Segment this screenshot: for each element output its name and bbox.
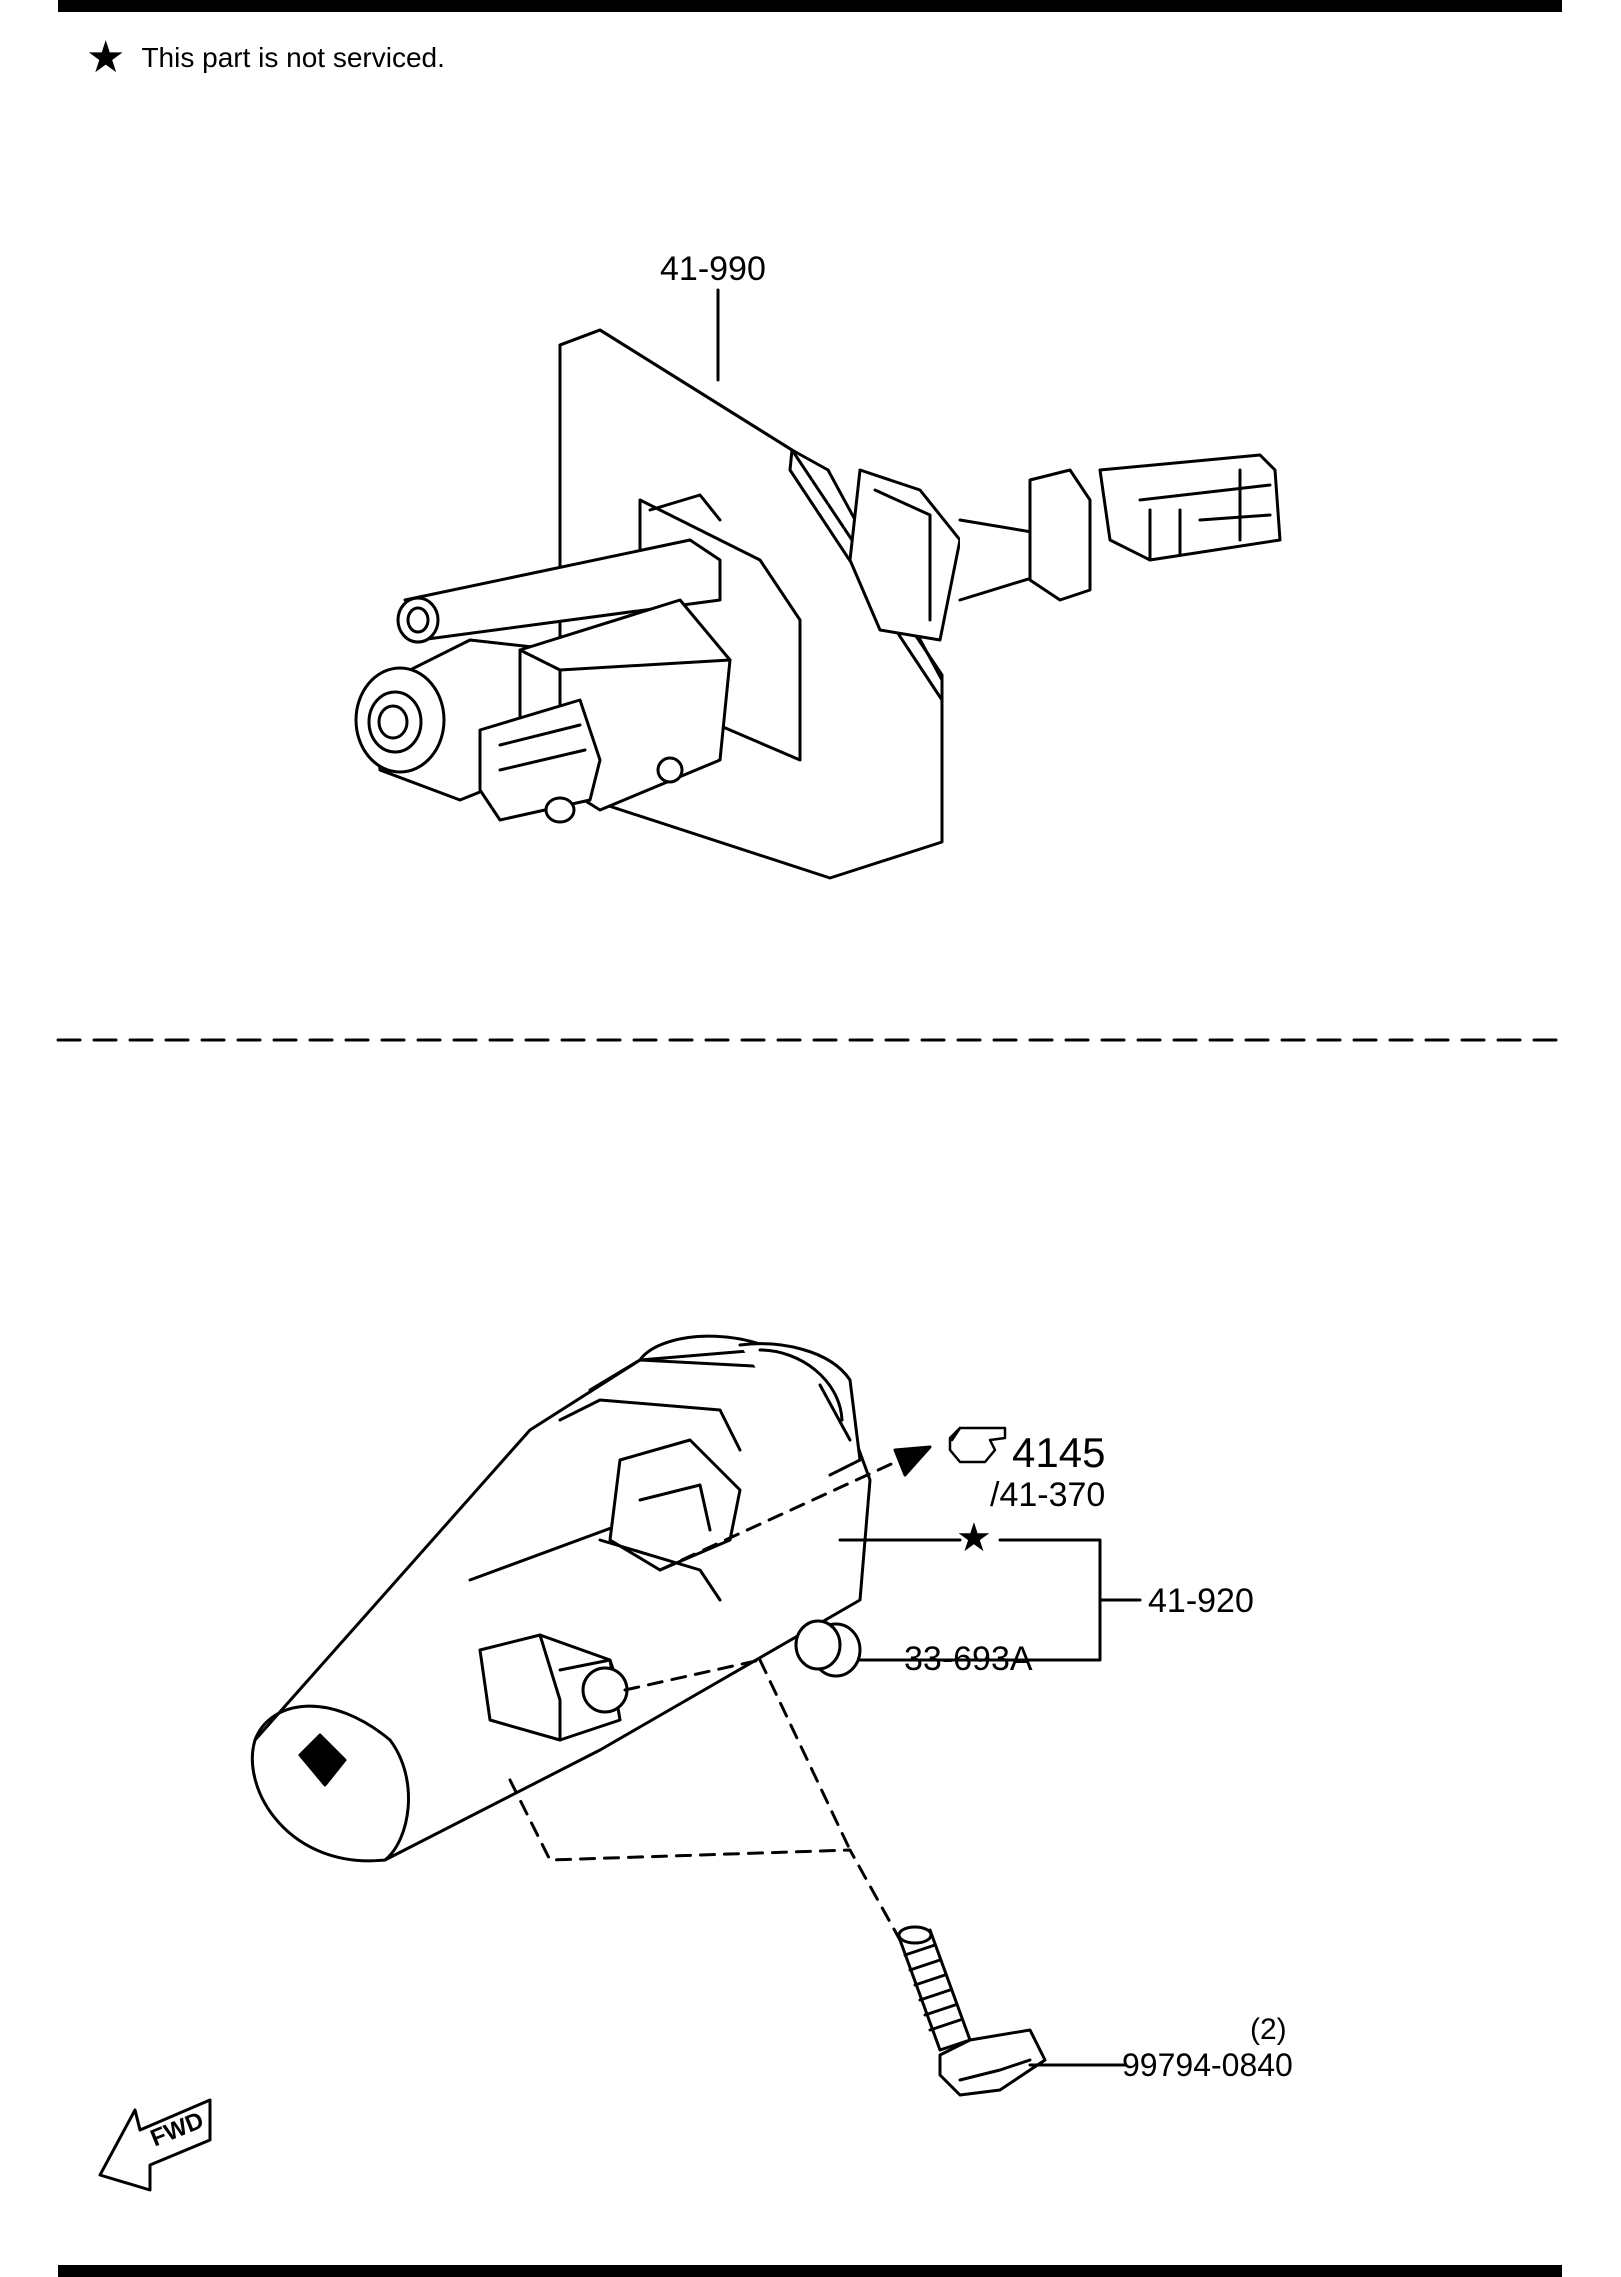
not-serviced-note: ★ This part is not serviced. [86,36,445,80]
rear-connector-block [1098,453,1282,562]
plunger-tip [581,1666,629,1714]
bolt-quantity: (2) [1250,2013,1287,2046]
reference-sub-number: /41-370 [990,1476,1106,1514]
lock-body [250,1358,872,1863]
inner-block [608,1438,742,1572]
top-border-bar [58,0,1562,12]
reference-arrowhead [893,1445,932,1477]
reference-leader [658,1458,902,1572]
star-icon: ★ [956,1516,992,1560]
not-serviced-note-text: This part is not serviced. [141,42,445,73]
pointing-hand-icon [948,1426,1007,1464]
bolt-path-dashed [508,1778,902,1942]
bottom-border-bar [58,2265,1562,2277]
part-number-41-920: 41-920 [1148,1582,1254,1620]
part-number-33-693a: 33-693A [904,1640,1033,1678]
bolt-drawing [897,1925,1047,2097]
steering-lock-body-drawing [250,1334,1142,2097]
steering-lock-assembly-drawing [354,288,1282,880]
part-number-99794-0840: 99794-0840 [1122,2047,1293,2083]
star-icon: ★ [86,33,126,82]
part-number-41-990: 41-990 [660,250,766,288]
flange-ring [738,1342,862,1477]
reference-page-number[interactable]: 4145 [1012,1429,1106,1476]
rear-collar [848,468,962,642]
upper-tube [403,538,722,642]
fwd-arrow-icon [98,2098,212,2192]
